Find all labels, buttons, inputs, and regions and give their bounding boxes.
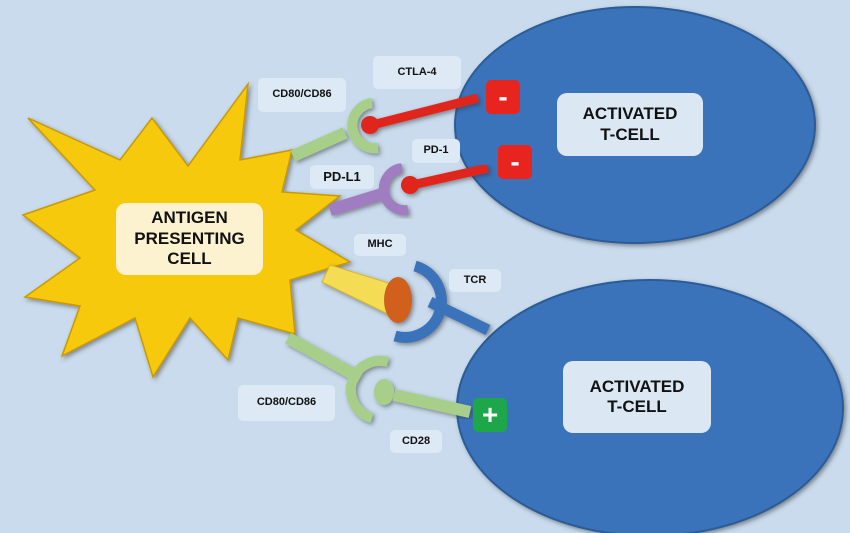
cd80-bottom-label: CD80/CD86 [238,385,335,421]
ctla4-label: CTLA-4 [373,56,461,89]
cd28-stimulatory-sign: + [473,398,507,432]
pd1-molecule [401,163,489,194]
pd1-inhibitory-sign: - [498,145,532,179]
mhc-molecule [321,264,412,323]
t-cell-bottom-label: ACTIVATED T-CELL [563,361,711,433]
mhc-label: MHC [354,234,406,256]
cd28-label: CD28 [390,430,442,453]
cd80-bottom-molecule [285,332,390,423]
cd80-top-label: CD80/CD86 [258,78,346,112]
ctla4-inhibitory-sign: - [486,80,520,114]
tcr-label: TCR [449,269,501,292]
ctla4-molecule [361,93,480,134]
pdl1-molecule [328,163,409,216]
tcr-molecule [393,260,491,343]
pdl1-label: PD-L1 [310,165,374,189]
cd80-top-molecule [290,98,379,162]
t-cell-top-label: ACTIVATED T-CELL [557,93,703,156]
pd1-label: PD-1 [412,139,460,163]
cd28-molecule [374,379,472,418]
apc-label: ANTIGEN PRESENTING CELL [116,203,263,275]
